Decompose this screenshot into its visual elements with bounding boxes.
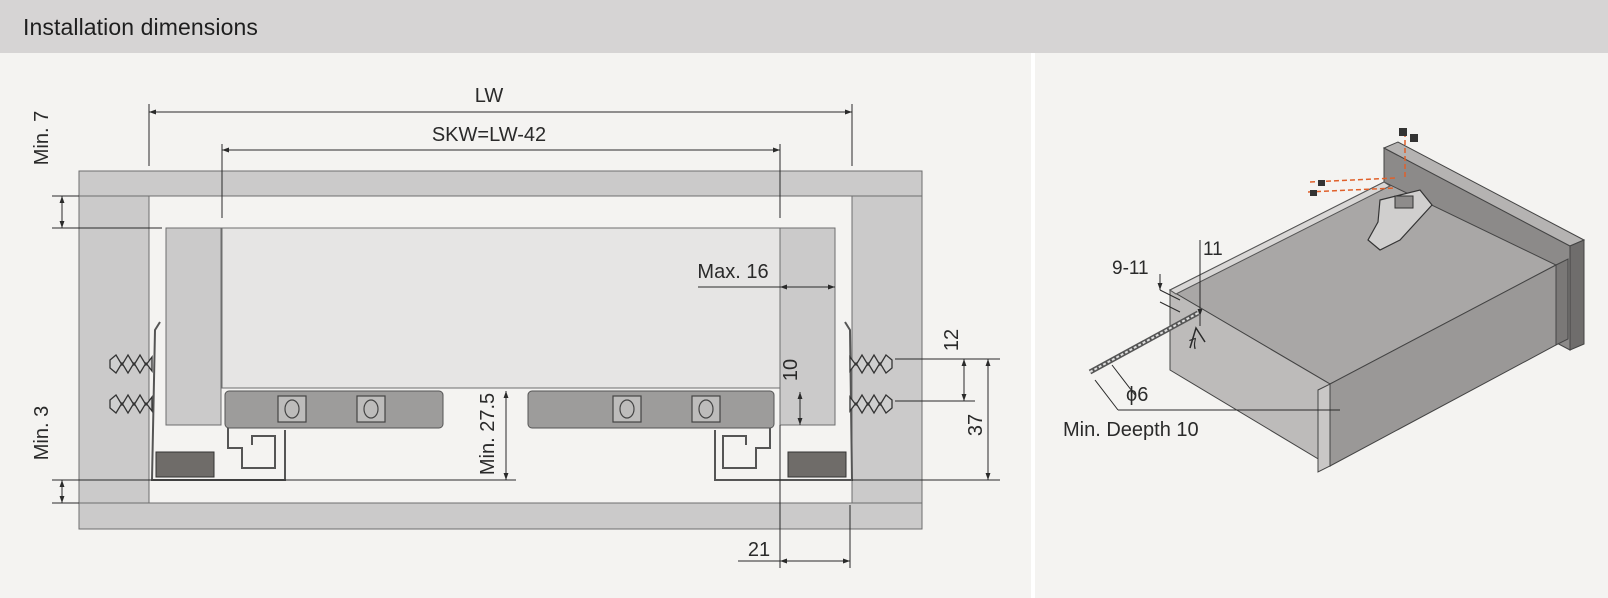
drawer-right-side bbox=[779, 227, 836, 426]
panel-divider bbox=[1031, 53, 1035, 598]
drawer-body bbox=[221, 227, 836, 389]
runner-plate-right bbox=[527, 390, 775, 429]
dim-12: 12 bbox=[941, 329, 963, 351]
dim-min3: Min. 3 bbox=[31, 406, 53, 460]
dim-37: 37 bbox=[965, 414, 987, 436]
runner-hook-left bbox=[227, 428, 276, 469]
cabinet-top-panel bbox=[78, 170, 923, 197]
locking-bracket bbox=[1307, 128, 1433, 251]
dim-11: 11 bbox=[1203, 239, 1223, 260]
dim-min-depth: Min. Deepth 10 bbox=[1063, 419, 1199, 441]
header-bar: Installation dimensions bbox=[0, 0, 1608, 53]
drill-bit bbox=[1088, 310, 1200, 375]
clip-left bbox=[155, 451, 215, 478]
dim-lw: LW bbox=[475, 85, 504, 107]
page-title: Installation dimensions bbox=[23, 14, 258, 40]
dim-10: 10 bbox=[780, 359, 802, 381]
front-view: LW SKW=LW-42 Min. 7 Max. 16 10 Min. 27.5… bbox=[31, 85, 1000, 568]
screws bbox=[109, 353, 893, 415]
cabinet-left-panel bbox=[78, 195, 150, 504]
runner-hook-right bbox=[722, 428, 771, 469]
cabinet-right-panel bbox=[851, 195, 923, 504]
dim-min7: Min. 7 bbox=[31, 111, 53, 165]
runner-holes bbox=[277, 395, 721, 423]
isometric-view: 11 9-11 7 ϕ6 Min. Deepth 10 bbox=[1063, 128, 1586, 473]
dim-21: 21 bbox=[748, 539, 770, 561]
dim-max16: Max. 16 bbox=[697, 261, 768, 283]
clip-right bbox=[787, 451, 847, 478]
runner-plate-left bbox=[224, 390, 444, 429]
drawer-left-side bbox=[165, 227, 222, 426]
dim-min27-5: Min. 27.5 bbox=[477, 393, 499, 475]
dim-phi6: ϕ6 bbox=[1126, 384, 1148, 406]
dim-9-11: 9-11 bbox=[1112, 258, 1149, 279]
cabinet-bottom-panel bbox=[78, 502, 923, 530]
dim-skw: SKW=LW-42 bbox=[432, 124, 546, 146]
